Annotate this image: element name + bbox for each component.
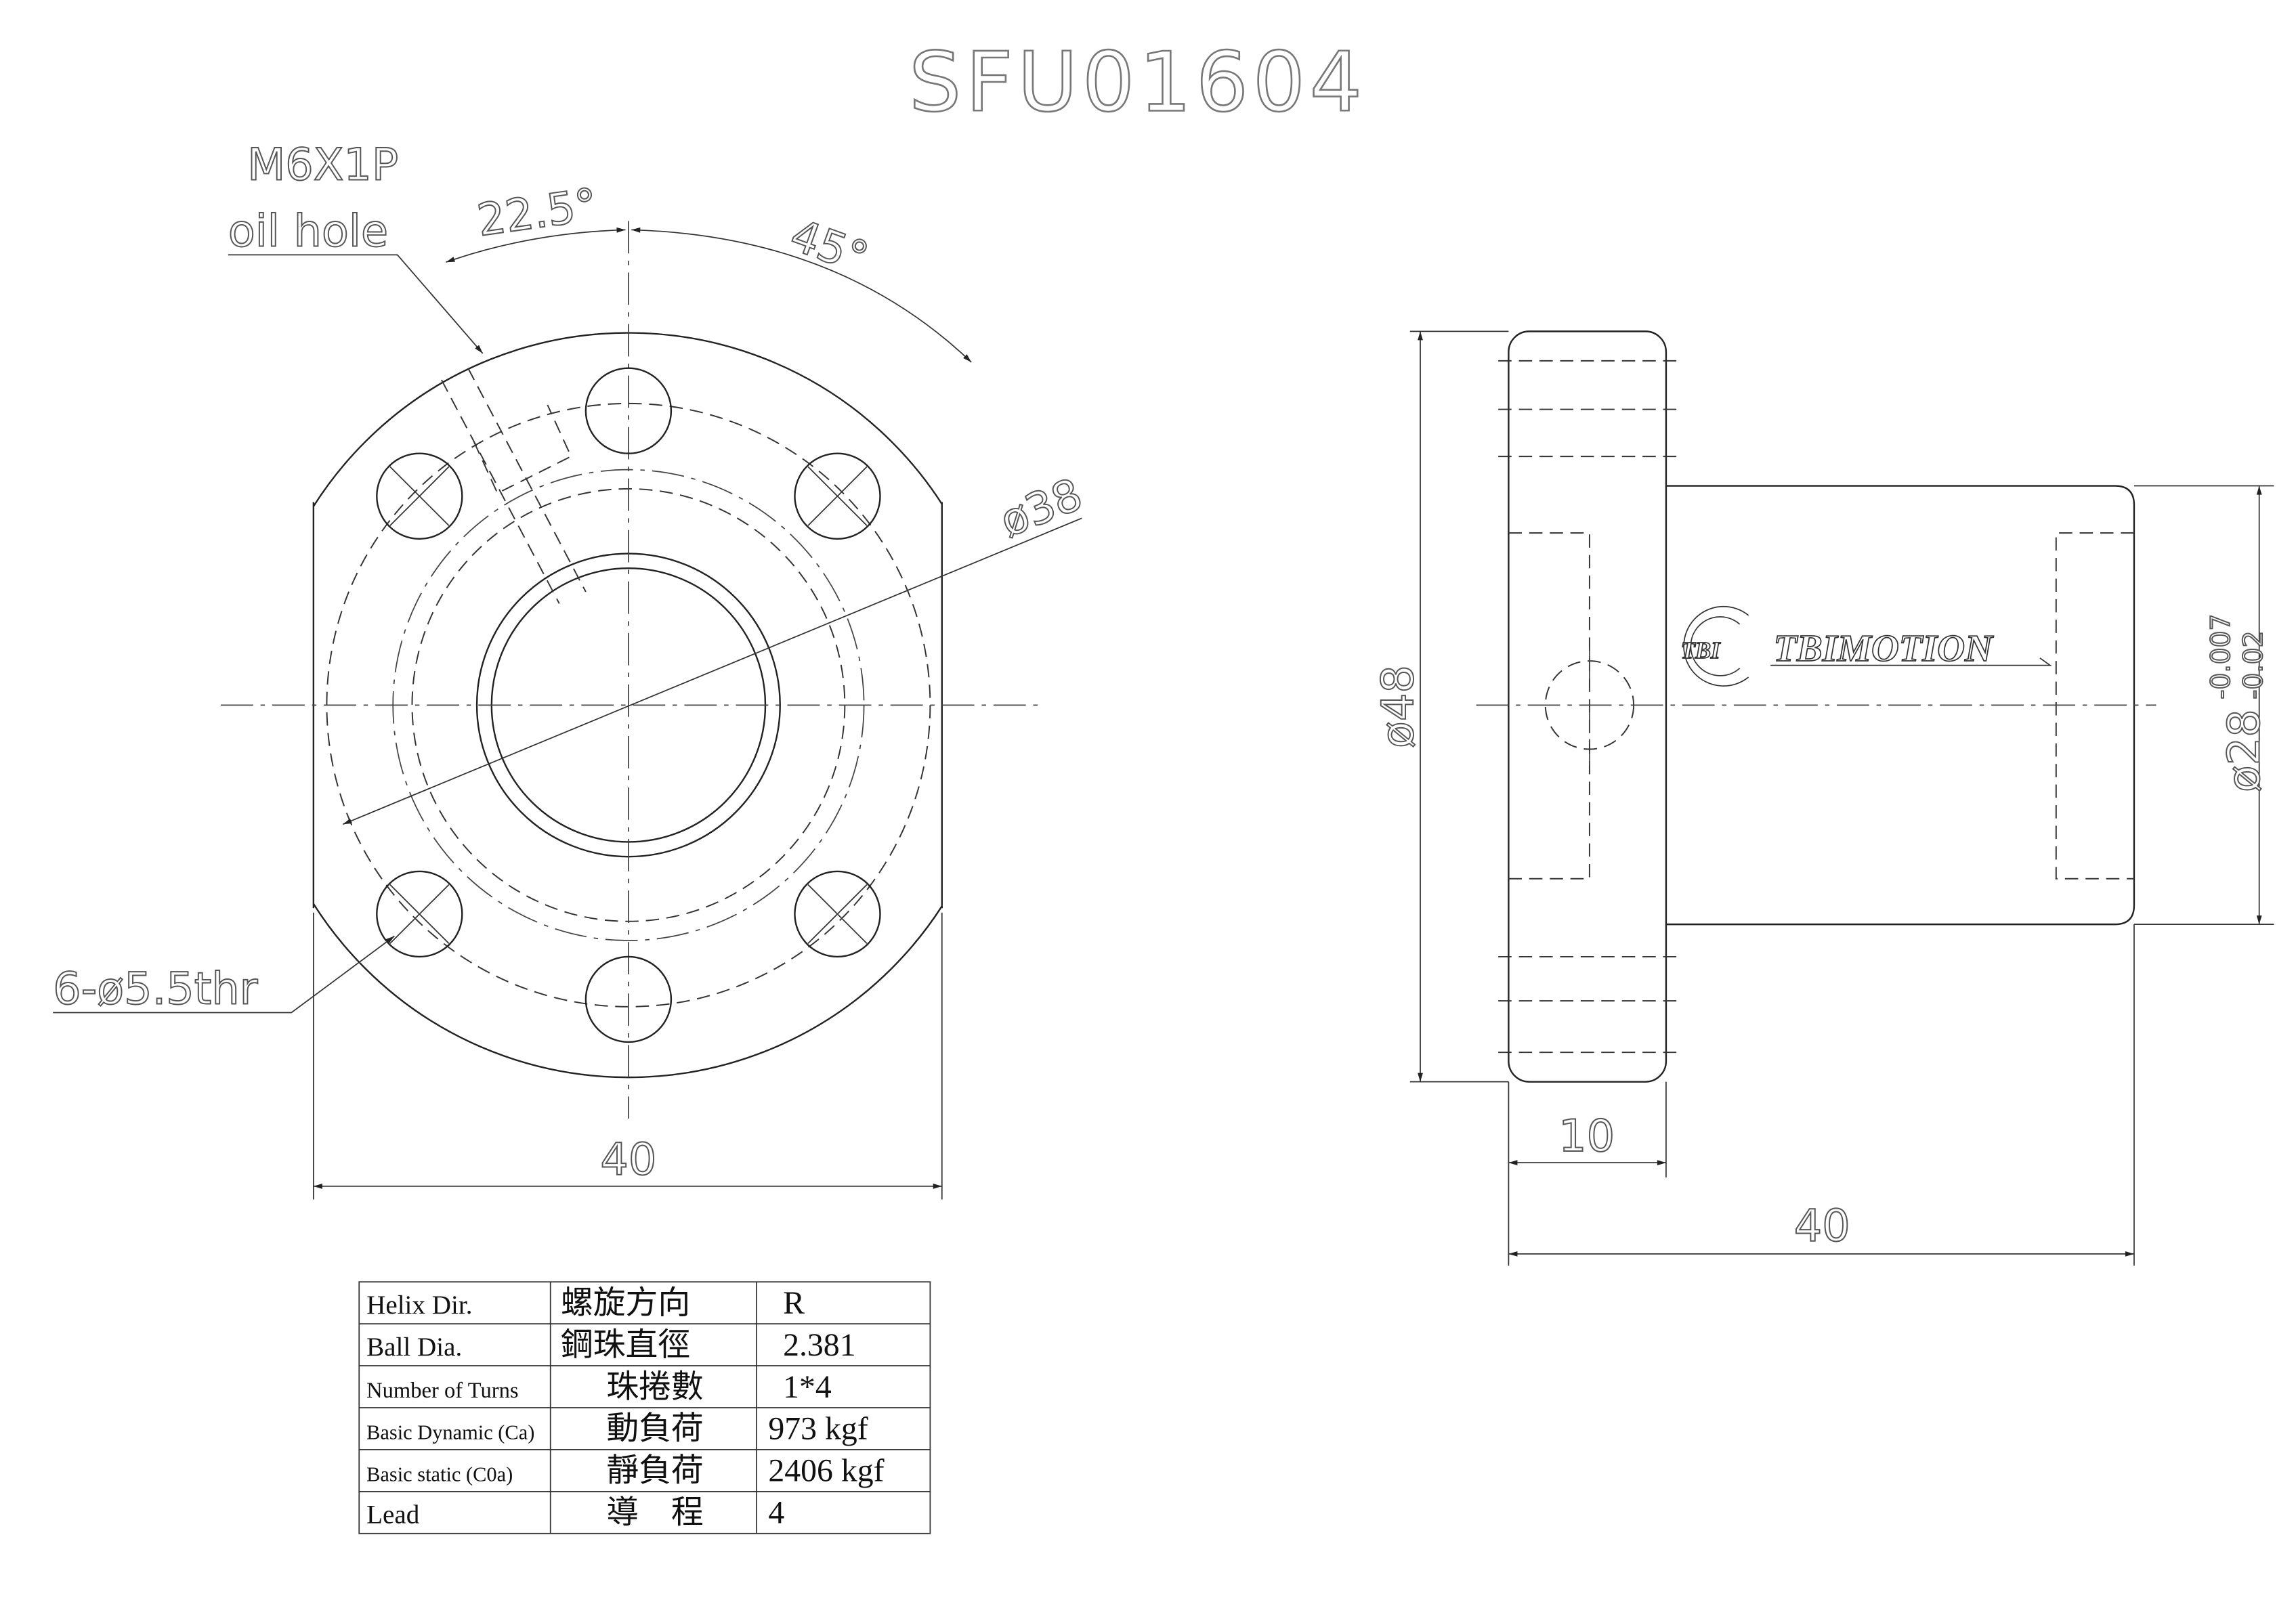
spec-label-zh: 珠捲數 [606,1369,703,1405]
oil-hole-leader [228,254,484,354]
oil-hole [441,368,587,604]
tbi-logo: TBI TBIMOTION [1680,605,2052,687]
flange-dia-label: ø48 [1372,665,1424,748]
pcd-dim-line [342,517,1082,825]
spec-label-en: Ball Dia. [366,1333,462,1362]
spec-label-en: Basic static (C0a) [366,1463,513,1486]
spec-label-en: Number of Turns [366,1379,518,1403]
flat-width-label: 40 [600,1134,656,1186]
drawing-title: SFU01604 [909,34,1367,130]
bolt-holes [376,367,881,1043]
oil-hole-label: oil hole [228,205,388,257]
spec-value: 4 [768,1495,784,1531]
spec-value: 2.381 [783,1327,856,1363]
hidden-lines-bore [1508,532,2134,880]
body-dia-label: ø28 [2219,709,2270,792]
angle-45-label: 45° [784,209,875,284]
body-tol-upper: -0.007 [2206,614,2236,699]
svg-text:TBIMOTION: TBIMOTION [1774,628,1995,670]
front-view: M6X1P oil hole 22.5° 45° ø38 6-ø5.5thr 4… [52,139,1090,1200]
overall-length-label: 40 [1794,1200,1850,1251]
spec-label-zh: 動負荷 [606,1411,703,1447]
bolt-hole-label: 6-ø5.5thr [53,963,257,1014]
oil-hole-thread-label: M6X1P [247,139,398,191]
spec-table: Helix Dir. 螺旋方向 R Ball Dia. 鋼珠直徑 2.381Number … [358,1281,931,1534]
angle-22-5-label: 22.5° [474,179,601,246]
spec-label-en: Lead [366,1500,420,1530]
spec-label-zh: 鋼珠直徑 [561,1327,690,1363]
spec-label-en: Helix Dir. [366,1291,472,1320]
angle-dim-45 [631,227,972,363]
body-tol-lower: -0.02 [2238,630,2269,699]
spec-value: 2406 kgf [768,1453,884,1489]
spec-value: 1*4 [783,1369,832,1405]
pcd-label: ø38 [993,469,1089,547]
bolt-hole [376,452,463,540]
flange-thickness-label: 10 [1558,1110,1615,1162]
hidden-lines-flange [1498,360,1678,1054]
angle-dim-22-5 [446,227,626,263]
flange-profile [1508,330,1667,1083]
bolt-hole [794,452,881,540]
bolt-hole [584,955,673,1043]
svg-text:TBI: TBI [1681,637,1721,664]
spec-label-zh: 靜負荷 [606,1453,703,1489]
spec-value: 973 kgf [768,1411,868,1447]
spec-label-zh: 導 程 [606,1495,703,1531]
side-view: TBI TBIMOTION ø48 ø28 -0.007 -0.02 10 40 [1372,330,2274,1266]
bolt-hole [584,367,673,454]
spec-label-zh: 螺旋方向 [561,1285,690,1321]
bolt-hole [376,870,463,958]
bolt-hole-leader [53,935,395,1014]
bolt-hole [794,870,881,958]
spec-label-en: Basic Dynamic (Ca) [366,1421,534,1444]
spec-value: R [783,1285,805,1321]
